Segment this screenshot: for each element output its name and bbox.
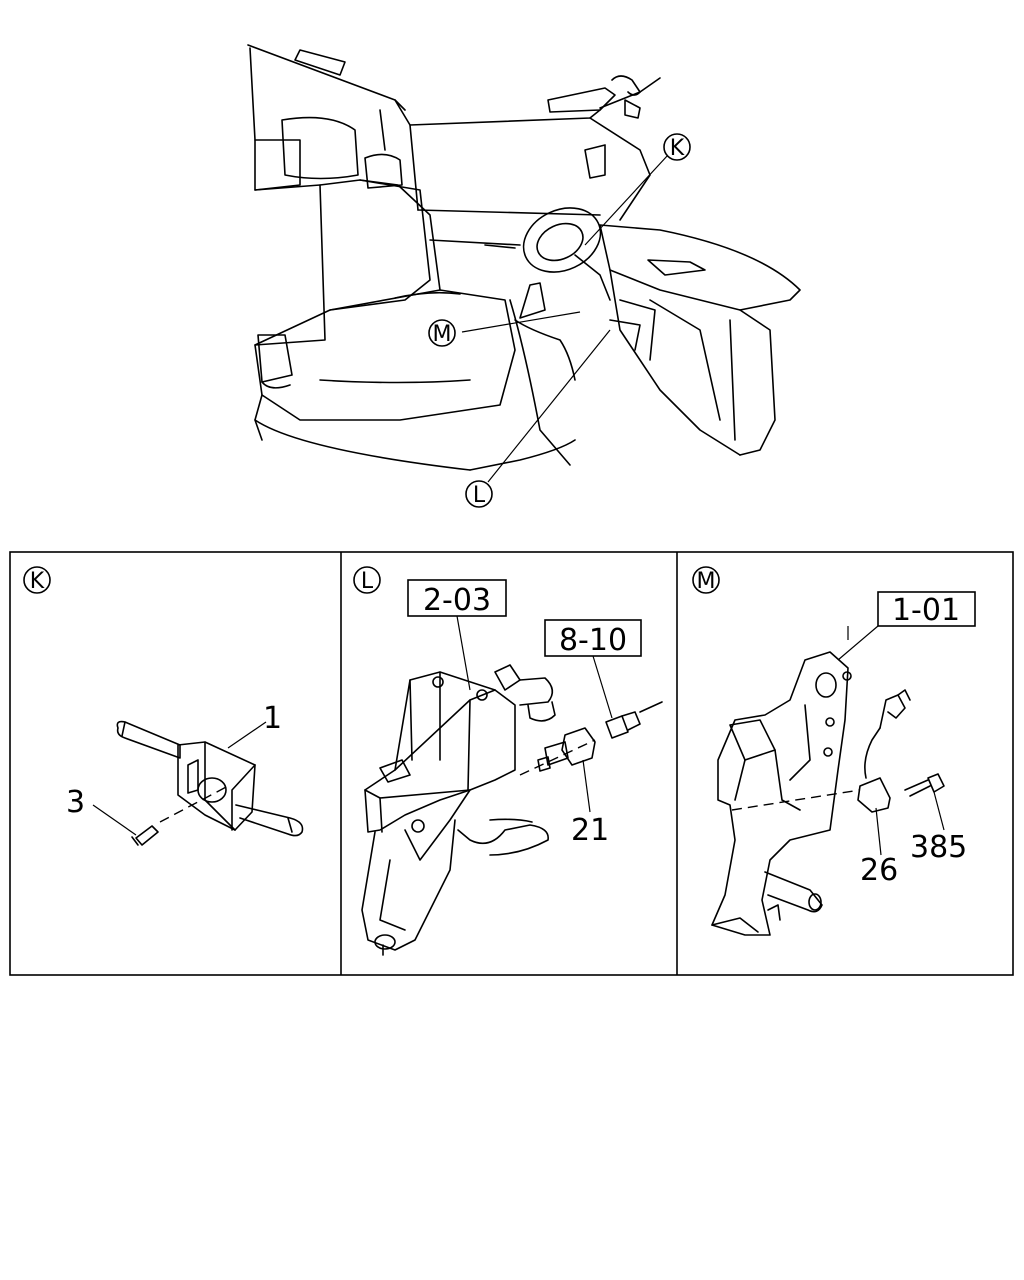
- bolt-part-385: [904, 773, 945, 797]
- connector-8-10: [605, 701, 663, 739]
- svg-text:M: M: [433, 322, 452, 347]
- part-number-3: 3: [66, 785, 85, 820]
- cab-interior-overview: K M L: [247, 44, 801, 508]
- panel-l: L 2-03 8-10: [353, 566, 663, 956]
- part-number-1: 1: [263, 701, 282, 736]
- ref-box-2-03: 2-03: [407, 579, 507, 618]
- panel-m-letter: M: [692, 566, 720, 594]
- svg-text:K: K: [30, 569, 45, 594]
- part-number-385: 385: [910, 830, 967, 865]
- svg-text:8-10: 8-10: [559, 623, 627, 658]
- ref-box-1-01: 1-01: [877, 591, 976, 628]
- svg-text:K: K: [670, 136, 685, 161]
- combination-switch-drawing: [116, 720, 304, 837]
- svg-text:2-03: 2-03: [423, 583, 491, 618]
- svg-text:L: L: [473, 483, 486, 508]
- panel-k: K 1 3: [23, 566, 304, 846]
- stop-light-switch-part-21: [537, 727, 596, 772]
- part-number-21: 21: [571, 813, 609, 848]
- detail-panels-frame: [9, 551, 1014, 976]
- callout-l: L: [465, 480, 493, 508]
- callout-m: M: [428, 319, 456, 347]
- callout-k: K: [663, 133, 691, 161]
- pedal-bracket-drawing-m: [711, 651, 861, 936]
- panel-k-letter: K: [23, 566, 51, 594]
- pedal-bracket-drawing: [361, 664, 556, 956]
- part-number-26: 26: [860, 853, 898, 888]
- ref-box-8-10: 8-10: [544, 619, 642, 658]
- svg-text:1-01: 1-01: [892, 593, 960, 628]
- svg-text:M: M: [697, 569, 716, 594]
- screw-part-3: [131, 825, 159, 846]
- svg-text:L: L: [361, 569, 374, 594]
- panel-l-letter: L: [353, 566, 381, 594]
- panel-m: M 1-01: [692, 566, 976, 936]
- sensor-part-26: [857, 689, 911, 813]
